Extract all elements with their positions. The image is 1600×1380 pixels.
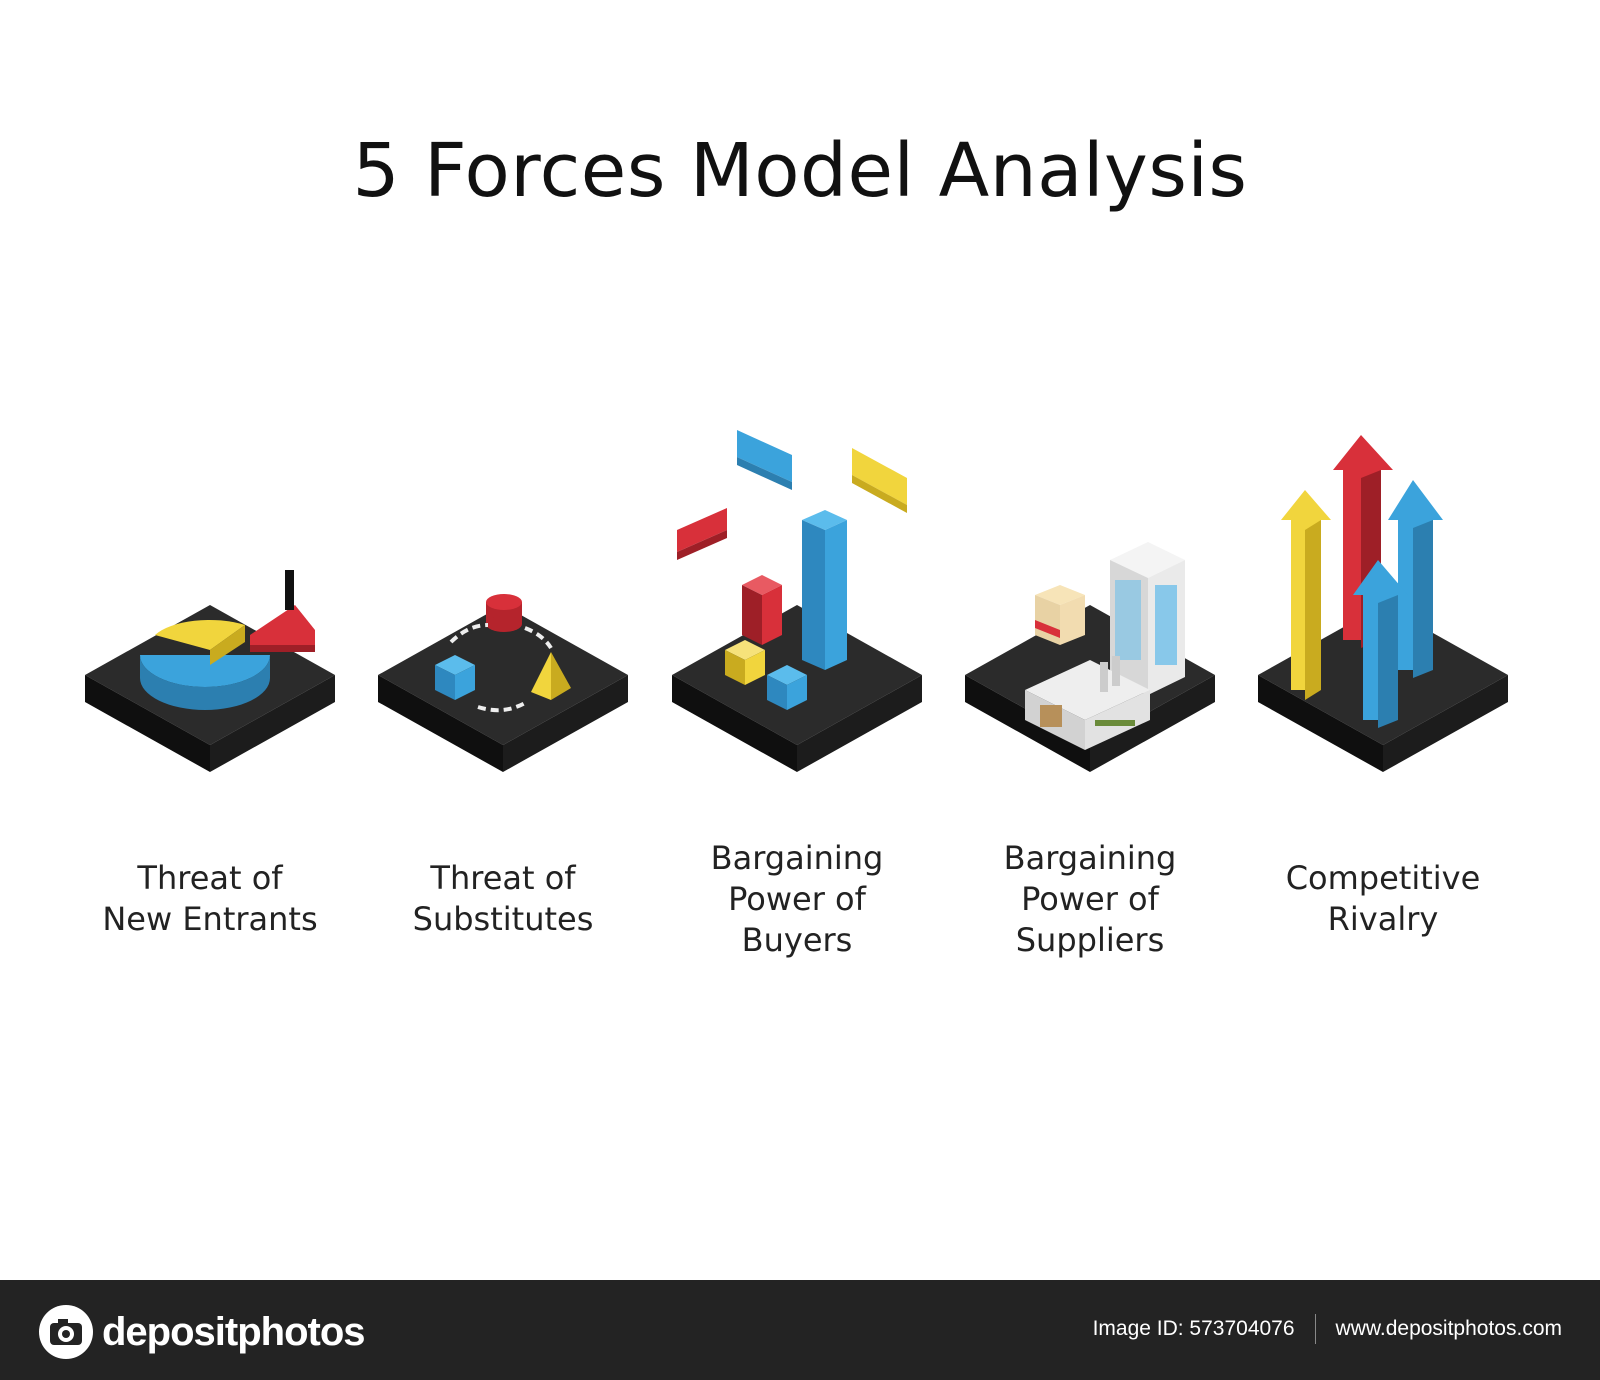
factory-buildings-icon [965,542,1215,772]
force-new-entrants: Threat of New Entrants [60,420,360,980]
force-label-line: Bargaining [710,839,884,877]
force-label-line: Buyers [741,921,853,959]
substitution-cycle-icon [378,594,628,772]
footer-bar: depositphotos Image ID: 573704076 www.de… [0,1280,1600,1380]
brand-name: depositphotos [102,1309,366,1354]
force-buyers: Bargaining Power of Buyers [647,420,947,980]
force-label-line: Power of [728,880,866,918]
buyers-cubes-chat-icon [672,430,922,772]
force-suppliers: Bargaining Power of Suppliers [940,420,1240,980]
force-label-line: New Entrants [102,900,318,938]
force-label-line: Suppliers [1015,921,1165,959]
force-label-line: Threat of [430,859,576,897]
rising-arrows-icon [1258,435,1508,772]
depositphotos-logo: depositphotos [38,1302,366,1362]
force-rivalry: Competitive Rivalry [1233,420,1533,980]
page-title: 5 Forces Model Analysis [352,128,1248,214]
force-label-line: Competitive [1285,859,1481,897]
force-label-line: Rivalry [1327,900,1439,938]
force-substitutes: Threat of Substitutes [353,420,653,980]
force-label-line: Substitutes [412,900,594,938]
force-label-line: Power of [1021,880,1159,918]
force-label-line: Bargaining [1003,839,1177,877]
pie-chart-with-cutter-icon [85,570,335,772]
divider [1314,1314,1316,1344]
force-label-line: Threat of [137,859,283,897]
image-id: Image ID: 573704076 [1092,1317,1295,1340]
camera-icon [39,1305,93,1359]
site-url[interactable]: www.depositphotos.com [1335,1317,1562,1340]
